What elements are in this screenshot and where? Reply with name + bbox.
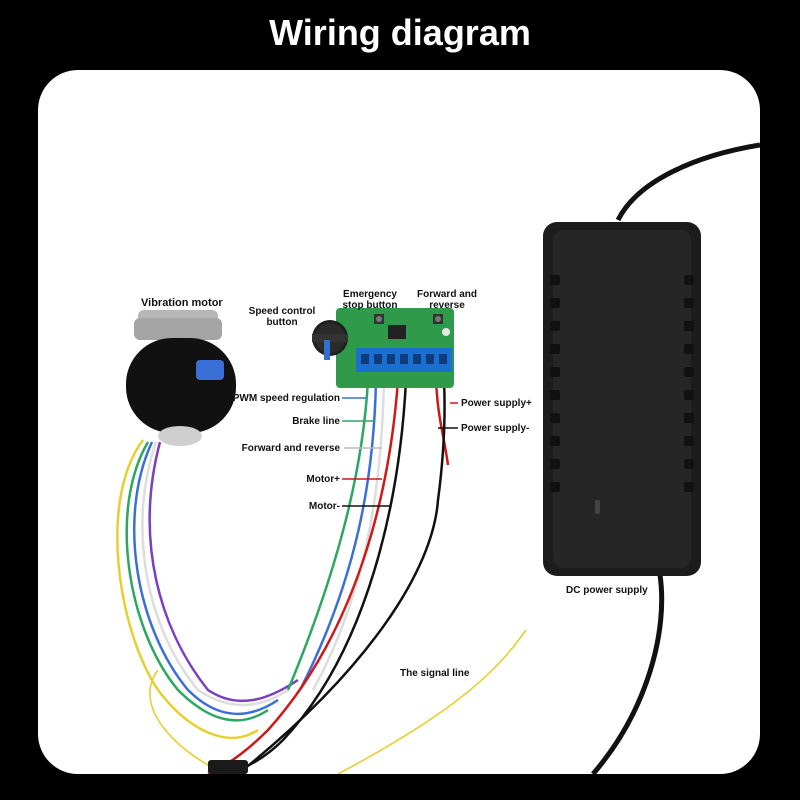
bundle-connector-icon [208,760,248,774]
label-vibration-motor: Vibration motor [141,297,223,309]
label-forward-and-reverse-top: Forward and reverse [416,289,477,311]
vibration-motor-icon [126,310,236,446]
diagram-panel: Vibration motor Speed control button Eme… [38,70,760,774]
dc-power-supply-icon [543,222,701,576]
driver-board-icon [336,308,454,388]
label-dc-power-supply: DC power supply [566,585,648,596]
label-emergency-stop-button: Emergency stop button [342,289,398,311]
label-power-supply-plus: Power supply+ [461,398,532,409]
adapter-input-cable [615,142,760,222]
speed-knob-icon [312,320,348,360]
label-motor-plus: Motor+ [306,474,340,485]
label-brake-line: Brake line [292,416,340,427]
signal-line-wire [337,629,527,774]
label-forward-and-reverse: Forward and reverse [241,443,340,454]
label-speed-control-button: Speed control button [248,306,316,328]
label-motor-minus: Motor- [308,501,340,512]
label-power-supply-minus: Power supply- [461,423,530,434]
page-title: Wiring diagram [269,12,531,53]
label-signal-line: The signal line [400,668,470,679]
adapter-output-cable [591,574,665,774]
label-pwm-speed-regulation: PWM speed regulation [232,393,340,404]
wiring-illustration [116,142,760,774]
